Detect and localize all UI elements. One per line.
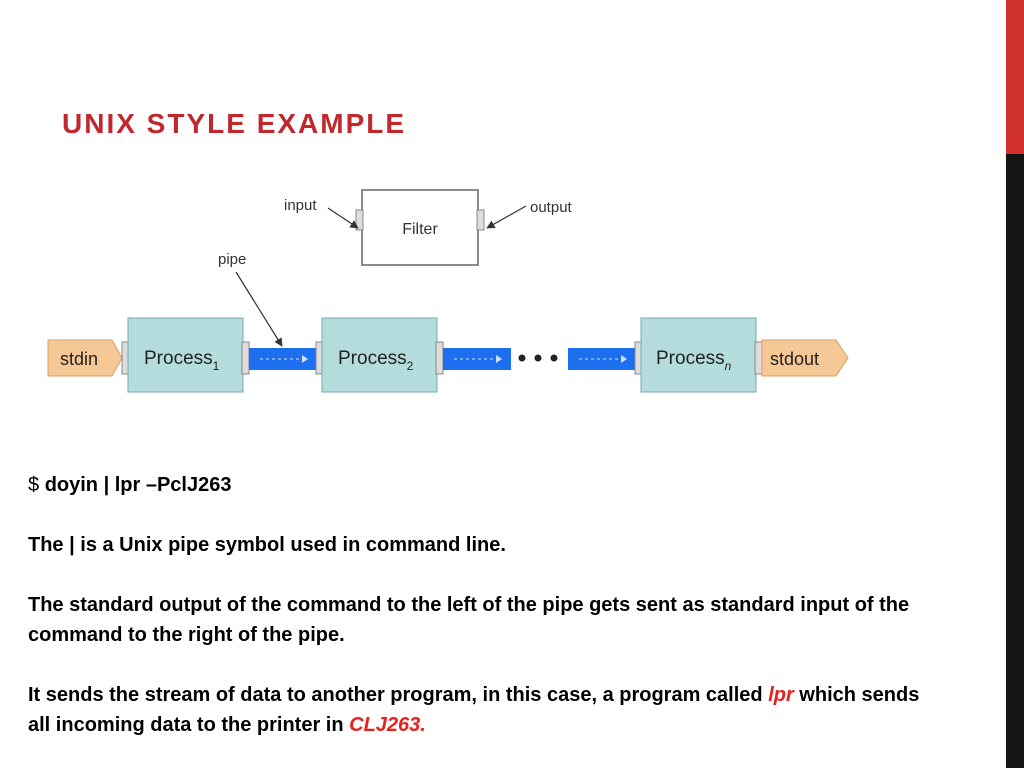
- command-prompt: $: [28, 474, 45, 496]
- command-text: doyin | lpr –PclJ263: [44, 474, 232, 496]
- command-line: $ doyin | lpr –PclJ263: [28, 470, 928, 500]
- process-1-box: Process1: [121, 317, 250, 393]
- stdin-shape: stdin: [47, 339, 123, 377]
- slide-body: $ doyin | lpr –PclJ263 The | is a Unix p…: [28, 470, 928, 770]
- side-accent-bar: [1006, 0, 1024, 768]
- stream-explanation: It sends the stream of data to another p…: [28, 684, 920, 736]
- pipe-label: pipe: [218, 251, 246, 268]
- stdout-label: stdout: [770, 349, 819, 369]
- pipe-3: [568, 348, 636, 370]
- stdout-shape: stdout: [761, 339, 849, 377]
- process-n-box: Processn: [634, 317, 763, 393]
- process-1-label: Process1: [144, 348, 220, 373]
- ellipsis-dots: [518, 354, 558, 362]
- pipe-explanation: The | is a Unix pipe symbol used in comm…: [28, 534, 506, 556]
- output-label: output: [530, 199, 573, 216]
- slide-title: Unix Style Example: [62, 108, 407, 139]
- pipe-diagram: Filter input output pipe stdin Process1 …: [47, 189, 849, 393]
- filter-box: Filter: [355, 189, 485, 266]
- side-accent-bar-bottom: [1006, 154, 1024, 768]
- side-accent-bar-top: [1006, 0, 1024, 154]
- process-2-label: Process2: [338, 348, 414, 373]
- stdin-label: stdin: [60, 349, 98, 369]
- stdout-explanation: The standard output of the command to th…: [28, 594, 910, 646]
- filter-label: Filter: [402, 221, 438, 238]
- pipe-1: [249, 348, 317, 370]
- input-arrow: [327, 207, 359, 229]
- pipe-2: [443, 348, 511, 370]
- lpr-highlight: lpr: [768, 684, 794, 706]
- printer-highlight: CLJ263.: [349, 714, 426, 736]
- input-label: input: [284, 197, 317, 214]
- process-n-label: Processn: [656, 348, 732, 373]
- output-arrow: [486, 205, 527, 229]
- process-2-box: Process2: [315, 317, 444, 393]
- pipe-pointer-arrow: [235, 271, 283, 347]
